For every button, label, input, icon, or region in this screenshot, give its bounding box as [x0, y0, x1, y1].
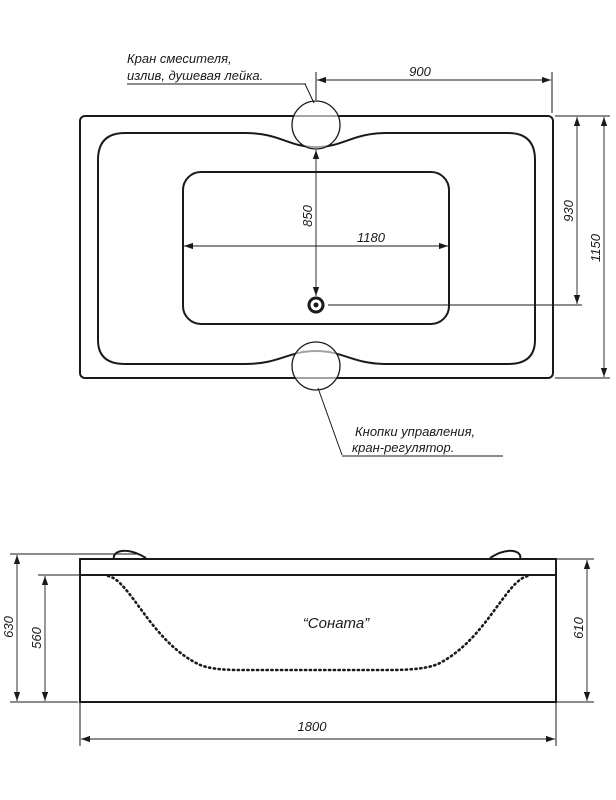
tub-basin-outline	[97, 132, 536, 365]
tub-front-panel	[79, 574, 557, 703]
left-headrest	[112, 549, 147, 560]
dim-1180-label: 1180	[357, 230, 386, 245]
tub-rim-side	[79, 558, 557, 576]
dim-1800-label: 1800	[298, 719, 328, 734]
controls-callout-leader	[317, 387, 343, 456]
dim-900-label: 900	[409, 64, 431, 79]
dim-630-label: 630	[1, 615, 16, 637]
dim-610-label: 610	[571, 616, 586, 638]
dim-560-label: 560	[29, 626, 44, 648]
tub-outer-rim	[79, 115, 554, 379]
mixer-callout-leader	[304, 83, 315, 104]
right-headrest	[489, 549, 522, 560]
side-view: “Соната” 630 560 610 1800	[1, 549, 594, 746]
dim-930-label: 930	[561, 199, 576, 221]
model-name: “Соната”	[303, 615, 370, 632]
dim-1150-label: 1150	[588, 233, 603, 262]
tub-inner-basin-dotted	[106, 574, 530, 672]
dim-850-label: 850	[300, 204, 315, 226]
mixer-callout-line-1: Кран смесителя,	[127, 51, 232, 66]
controls-callout-line-1: Кнопки управления,	[355, 424, 475, 439]
controls-callout-line-2: кран-регулятор.	[352, 440, 454, 455]
control-buttons-circle	[291, 341, 341, 391]
mixer-faucet-circle	[291, 100, 341, 150]
mixer-callout-line-2: излив, душевая лейка.	[127, 68, 263, 83]
top-view: 900 930 1150 850 1180 Кран смесителя, из…	[79, 51, 610, 457]
